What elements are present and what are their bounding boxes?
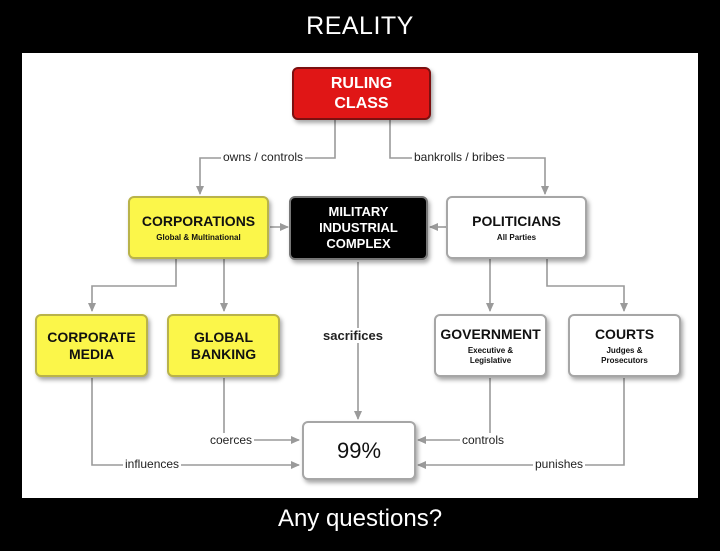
global-banking-line1: GLOBAL xyxy=(193,328,254,345)
courts-title: COURTS xyxy=(594,325,655,342)
node-global-banking: GLOBAL BANKING xyxy=(167,314,280,377)
edge-politicians-to-courts xyxy=(546,259,628,312)
military-line3: COMPLEX xyxy=(326,236,391,251)
node-ruling-class: RULING CLASS xyxy=(292,67,431,120)
government-title: GOVERNMENT xyxy=(440,325,541,342)
label-sacrifices: sacrifices xyxy=(321,328,385,343)
edge-courts-to-99 xyxy=(417,378,625,469)
military-line1: MILITARY xyxy=(328,204,389,219)
edge-banking-to-99 xyxy=(223,378,300,444)
edge-corporations-to-media xyxy=(88,259,177,312)
node-99-percent: 99% xyxy=(302,421,416,480)
courts-subtitle1: Judges & xyxy=(606,345,643,355)
courts-subtitle2: Prosecutors xyxy=(601,355,648,365)
military-line2: INDUSTRIAL xyxy=(319,220,398,235)
node-corporations: CORPORATIONS Global & Multinational xyxy=(128,196,269,259)
label-coerces: coerces xyxy=(208,433,255,447)
node-military-industrial-complex: MILITARY INDUSTRIAL COMPLEX xyxy=(289,196,428,260)
node-government: GOVERNMENT Executive & Legislative xyxy=(434,314,547,377)
global-banking-line2: BANKING xyxy=(190,345,257,362)
government-subtitle2: Legislative xyxy=(469,355,512,365)
corporate-media-line1: CORPORATE xyxy=(47,328,136,345)
ruling-class-line1: RULING xyxy=(330,74,393,92)
politicians-title: POLITICIANS xyxy=(472,212,561,229)
footer-question: Any questions? xyxy=(277,505,443,532)
node-corporate-media: CORPORATE MEDIA xyxy=(35,314,148,377)
label-bankrolls-bribes: bankrolls / bribes xyxy=(412,150,507,164)
government-subtitle1: Executive & xyxy=(467,345,514,355)
label-controls: controls xyxy=(460,433,507,447)
corporations-subtitle: Global & Multinational xyxy=(156,232,241,242)
corporations-title: CORPORATIONS xyxy=(141,212,256,229)
page-title: REALITY xyxy=(306,12,414,40)
node-courts: COURTS Judges & Prosecutors xyxy=(568,314,681,377)
corporate-media-line2: MEDIA xyxy=(68,345,115,362)
ninety-nine-label: 99% xyxy=(336,437,382,463)
label-owns-controls: owns / controls xyxy=(221,150,306,164)
node-politicians: POLITICIANS All Parties xyxy=(446,196,587,259)
label-punishes: punishes xyxy=(533,457,586,471)
ruling-class-line2: CLASS xyxy=(334,94,389,112)
edge-government-to-99 xyxy=(417,378,491,444)
politicians-subtitle: All Parties xyxy=(496,232,537,242)
edge-media-to-99 xyxy=(91,378,300,469)
label-influences: influences xyxy=(123,457,182,471)
